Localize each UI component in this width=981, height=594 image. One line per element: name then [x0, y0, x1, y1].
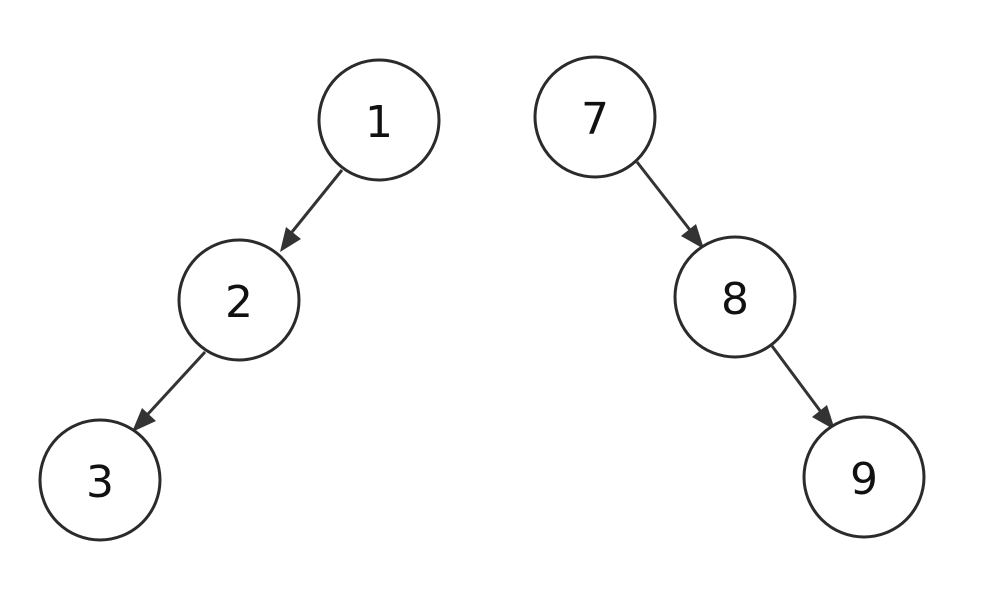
- node-8-label: 8: [721, 274, 749, 325]
- node-9: 9: [802, 415, 926, 539]
- edge-2-3: [132, 350, 207, 432]
- edge-7-8: [635, 161, 704, 249]
- node-3-label: 3: [86, 457, 114, 508]
- node-3: 3: [38, 418, 162, 542]
- node-1-label: 1: [365, 97, 393, 148]
- node-8: 8: [673, 235, 797, 359]
- node-1: 1: [317, 58, 441, 182]
- edge-8-9: [770, 345, 835, 430]
- node-7: 7: [533, 55, 657, 179]
- edge-1-2: [280, 169, 344, 252]
- node-2: 2: [177, 238, 301, 362]
- node-9-label: 9: [850, 454, 878, 505]
- node-7-label: 7: [581, 94, 609, 145]
- node-2-label: 2: [225, 277, 253, 328]
